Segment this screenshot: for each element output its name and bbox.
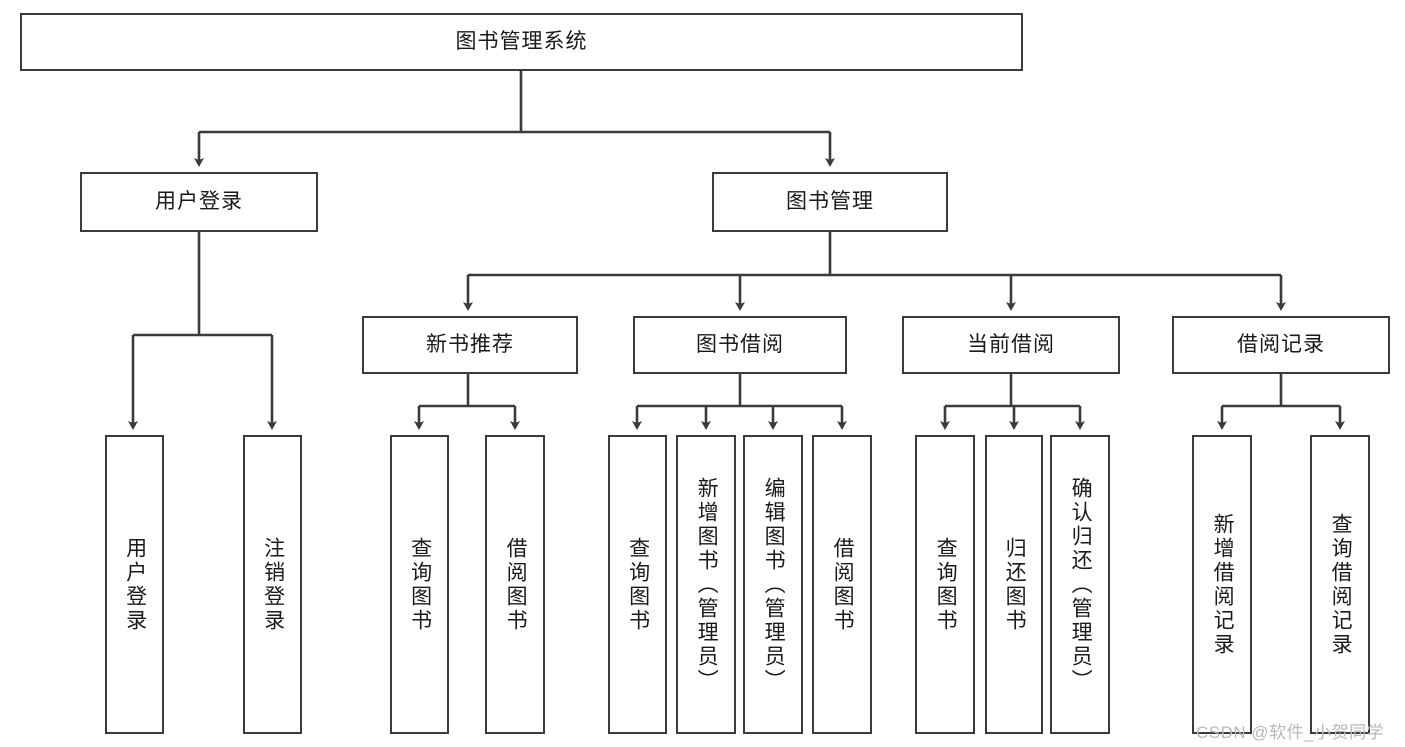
- node-root-label: 图书管理系统: [455, 30, 588, 54]
- leaf-query-book-current[interactable]: 查询图书: [915, 435, 975, 734]
- node-current-borrow[interactable]: 当前借阅: [902, 316, 1120, 374]
- leaf-add-book-label: 新增图书（管理员）: [695, 476, 719, 693]
- leaf-logout[interactable]: 注销登录: [243, 435, 302, 734]
- leaf-query-book-borrow[interactable]: 查询图书: [608, 435, 667, 734]
- leaf-return-book-label: 归还图书: [1003, 536, 1027, 633]
- leaf-query-record-label: 查询借阅记录: [1329, 512, 1353, 657]
- leaf-query-book-borrow-label: 查询图书: [626, 536, 650, 633]
- node-new-book-recommend[interactable]: 新书推荐: [362, 316, 578, 374]
- leaf-user-login[interactable]: 用户登录: [105, 435, 164, 734]
- leaf-add-record[interactable]: 新增借阅记录: [1192, 435, 1252, 734]
- node-book-borrow-label: 图书借阅: [696, 333, 784, 357]
- node-user-login-label: 用户登录: [155, 190, 243, 214]
- leaf-borrow-book[interactable]: 借阅图书: [812, 435, 872, 734]
- leaf-add-book[interactable]: 新增图书（管理员）: [676, 435, 736, 734]
- leaf-query-record[interactable]: 查询借阅记录: [1310, 435, 1370, 734]
- leaf-logout-label: 注销登录: [261, 536, 285, 633]
- node-current-borrow-label: 当前借阅: [967, 333, 1055, 357]
- watermark: CSDN @软件_小贺同学: [1196, 723, 1385, 742]
- node-root[interactable]: 图书管理系统: [20, 13, 1023, 71]
- node-book-borrow[interactable]: 图书借阅: [633, 316, 847, 374]
- node-borrow-record[interactable]: 借阅记录: [1172, 316, 1390, 374]
- leaf-query-book-current-label: 查询图书: [934, 536, 958, 633]
- leaf-query-book-rec[interactable]: 查询图书: [390, 435, 449, 734]
- leaf-confirm-return[interactable]: 确认归还（管理员）: [1050, 435, 1110, 734]
- leaf-edit-book[interactable]: 编辑图书（管理员）: [743, 435, 803, 734]
- leaf-borrow-book-rec-label: 借阅图书: [504, 536, 528, 633]
- leaf-confirm-return-label: 确认归还（管理员）: [1069, 476, 1093, 693]
- node-new-book-recommend-label: 新书推荐: [426, 333, 514, 357]
- node-user-login[interactable]: 用户登录: [80, 172, 318, 232]
- leaf-return-book[interactable]: 归还图书: [985, 435, 1043, 734]
- node-book-manage[interactable]: 图书管理: [712, 172, 948, 232]
- leaf-add-record-label: 新增借阅记录: [1211, 512, 1235, 657]
- leaf-user-login-label: 用户登录: [123, 536, 147, 633]
- leaf-borrow-book-rec[interactable]: 借阅图书: [485, 435, 545, 734]
- leaf-edit-book-label: 编辑图书（管理员）: [762, 476, 786, 693]
- leaf-query-book-rec-label: 查询图书: [408, 536, 432, 633]
- leaf-borrow-book-label: 借阅图书: [831, 536, 855, 633]
- node-book-manage-label: 图书管理: [786, 190, 874, 214]
- node-borrow-record-label: 借阅记录: [1237, 333, 1325, 357]
